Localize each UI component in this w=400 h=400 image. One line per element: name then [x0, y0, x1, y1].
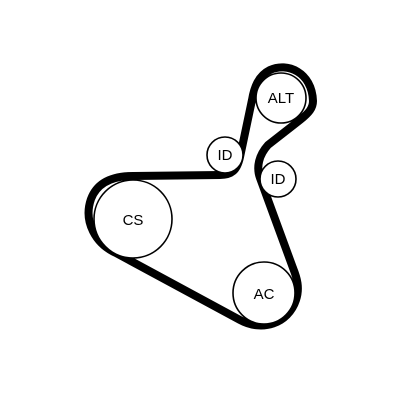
cs-pulley: CS — [93, 179, 173, 259]
ac-pulley: AC — [232, 261, 296, 325]
idler-upper-label: ID — [218, 147, 233, 164]
idler-pulley-upper: ID — [206, 136, 244, 174]
alt-pulley: ALT — [255, 72, 307, 124]
drive-belt — [84, 63, 317, 330]
ac-pulley-label: AC — [254, 286, 275, 303]
idler-lower-label: ID — [271, 171, 286, 188]
idler-pulley-lower: ID — [259, 160, 297, 198]
alt-pulley-label: ALT — [268, 90, 294, 107]
cs-pulley-label: CS — [123, 212, 144, 229]
